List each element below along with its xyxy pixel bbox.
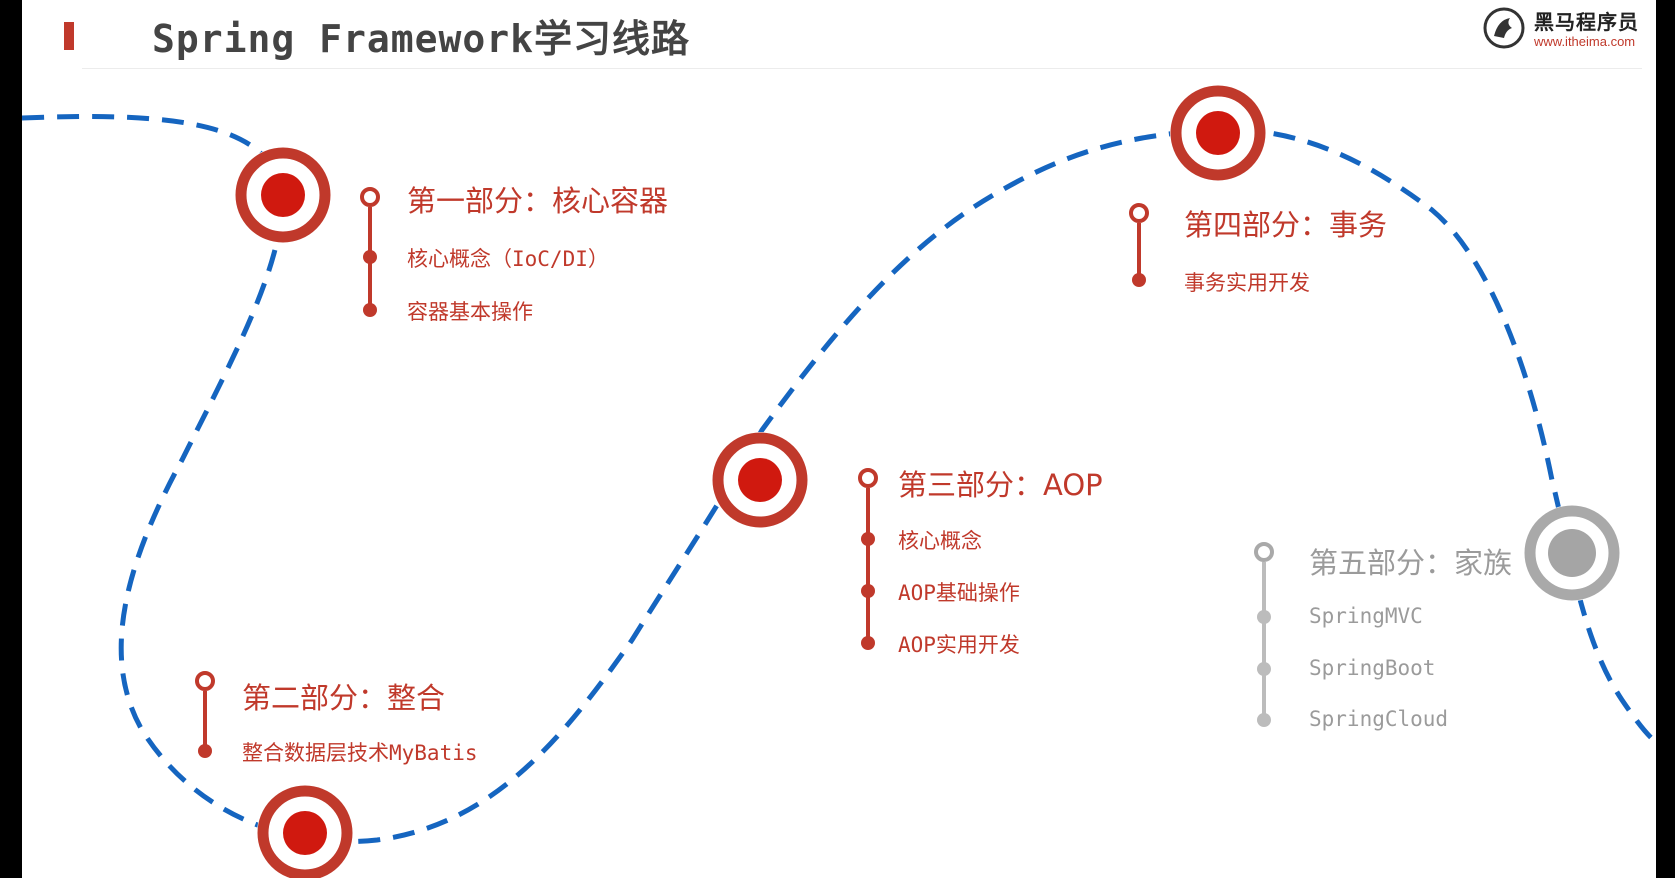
bullet-dot [1257,662,1271,676]
bullet-dot [363,250,377,264]
page-title: Spring Framework学习线路 [152,17,691,61]
section-item: AOP基础操作 [898,581,1020,605]
section-marker-icon [858,468,878,488]
section-item: SpringCloud [1309,707,1449,731]
header-divider [82,68,1642,69]
brand-logo: 黑马程序员 www.itheima.com [1482,4,1656,52]
milestone-3-icon [712,432,808,528]
timeline-stem [203,691,207,751]
section-item: SpringBoot [1309,656,1436,680]
section-marker-icon [195,671,215,691]
section-title: 第二部分：整合 [242,681,446,715]
section-item: 核心概念 [898,529,982,553]
learning-path [22,85,1656,878]
bullet-dot [1257,610,1271,624]
section-item: 整合数据层技术MyBatis [242,741,478,765]
section-title: 第五部分：家族 [1309,546,1513,580]
milestone-4-icon [1170,85,1266,181]
section-marker-icon [1254,542,1274,562]
slide: Spring Framework学习线路 黑马程序员 www.itheima.c… [22,0,1656,878]
section-item: SpringMVC [1309,604,1423,628]
dashed-route [22,114,1656,844]
section-title: 第一部分：核心容器 [407,184,669,218]
section-item: 事务实用开发 [1184,271,1310,295]
timeline-stem [1137,223,1141,283]
section-marker-icon [1129,203,1149,223]
timeline-stem [866,488,870,648]
bullet-dot [861,636,875,650]
section-item: 核心概念（IoC/DI） [407,247,609,271]
title-accent-bar [64,22,74,50]
milestone-2-icon [257,785,353,878]
bullet-dot [861,584,875,598]
bullet-dot [363,303,377,317]
horse-logo-icon [1483,7,1525,49]
section-title: 第三部分：AOP [898,468,1103,502]
section-item: 容器基本操作 [407,300,533,324]
section-title: 第四部分：事务 [1184,208,1388,242]
logo-name: 黑马程序员 [1534,10,1639,34]
timeline-stem [1262,562,1266,722]
bullet-dot [861,532,875,546]
bullet-dot [1257,713,1271,727]
bullet-dot [198,744,212,758]
section-marker-icon [360,187,380,207]
logo-url: www.itheima.com [1534,34,1636,49]
milestone-1-icon [235,147,331,243]
bullet-dot [1132,273,1146,287]
milestone-5-icon [1524,505,1620,601]
section-item: AOP实用开发 [898,633,1020,657]
